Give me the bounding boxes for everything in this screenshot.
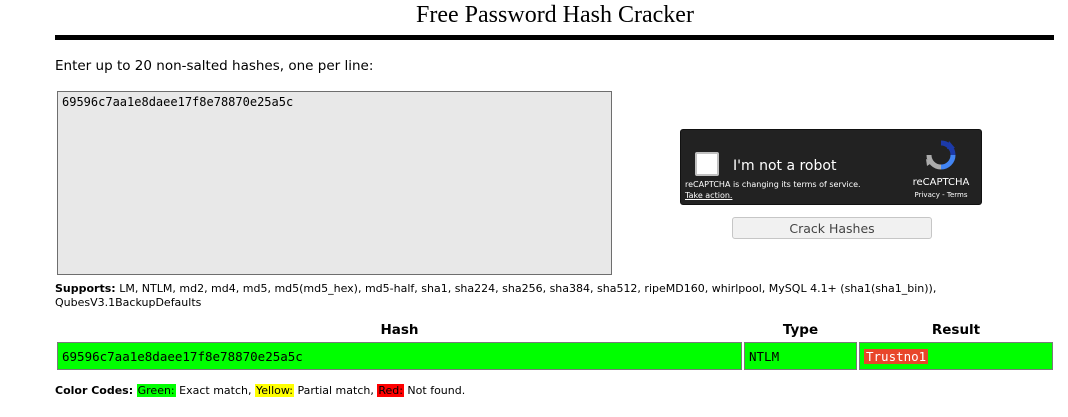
- result-type-value: NTLM: [749, 349, 780, 364]
- column-header-type: Type: [782, 322, 819, 338]
- recaptcha-logo-icon: [926, 140, 956, 170]
- red-description: Not found.: [403, 384, 466, 397]
- result-hash-value: 69596c7aa1e8daee17f8e78870e25a5c: [62, 349, 303, 364]
- green-swatch: Green:: [136, 384, 176, 397]
- captcha-notice-text: reCAPTCHA is changing its terms of servi…: [685, 180, 861, 189]
- crack-hashes-button[interactable]: Crack Hashes: [732, 217, 932, 239]
- green-description: Exact match,: [175, 384, 255, 397]
- hash-input[interactable]: 69596c7aa1e8daee17f8e78870e25a5c: [57, 91, 612, 275]
- supports-label: Supports:: [55, 282, 116, 295]
- captcha-take-action-link[interactable]: Take action.: [685, 191, 733, 200]
- result-plaintext-value: Trustno1: [864, 349, 929, 364]
- result-hash-cell: 69596c7aa1e8daee17f8e78870e25a5c: [57, 342, 742, 370]
- color-codes-label: Color Codes:: [55, 384, 134, 397]
- privacy-link[interactable]: Privacy: [914, 191, 940, 199]
- links-separator: -: [939, 191, 947, 199]
- result-plaintext-cell: Trustno1: [859, 342, 1053, 370]
- supports-list: LM, NTLM, md2, md4, md5, md5(md5_hex), m…: [55, 282, 937, 309]
- column-header-result: Result: [931, 322, 981, 338]
- color-codes-legend: Color Codes: Green: Exact match, Yellow:…: [55, 384, 465, 397]
- recaptcha-brand: reCAPTCHA: [912, 177, 970, 188]
- title-divider: [55, 35, 1054, 40]
- recaptcha-links: Privacy - Terms: [899, 191, 983, 199]
- page-title: Free Password Hash Cracker: [416, 2, 694, 28]
- yellow-swatch: Yellow:: [255, 384, 294, 397]
- captcha-label: I'm not a robot: [733, 158, 837, 174]
- red-swatch: Red:: [377, 384, 404, 397]
- captcha-checkbox[interactable]: [695, 152, 719, 176]
- terms-link[interactable]: Terms: [946, 191, 968, 199]
- column-header-hash: Hash: [380, 322, 419, 338]
- supported-algorithms: Supports: LM, NTLM, md2, md4, md5, md5(m…: [55, 282, 1015, 310]
- hash-instructions: Enter up to 20 non-salted hashes, one pe…: [55, 58, 374, 74]
- recaptcha-widget: I'm not a robot reCAPTCHA is changing it…: [680, 129, 982, 205]
- yellow-description: Partial match,: [293, 384, 378, 397]
- captcha-notice: reCAPTCHA is changing its terms of servi…: [685, 179, 861, 201]
- result-type-cell: NTLM: [744, 342, 857, 370]
